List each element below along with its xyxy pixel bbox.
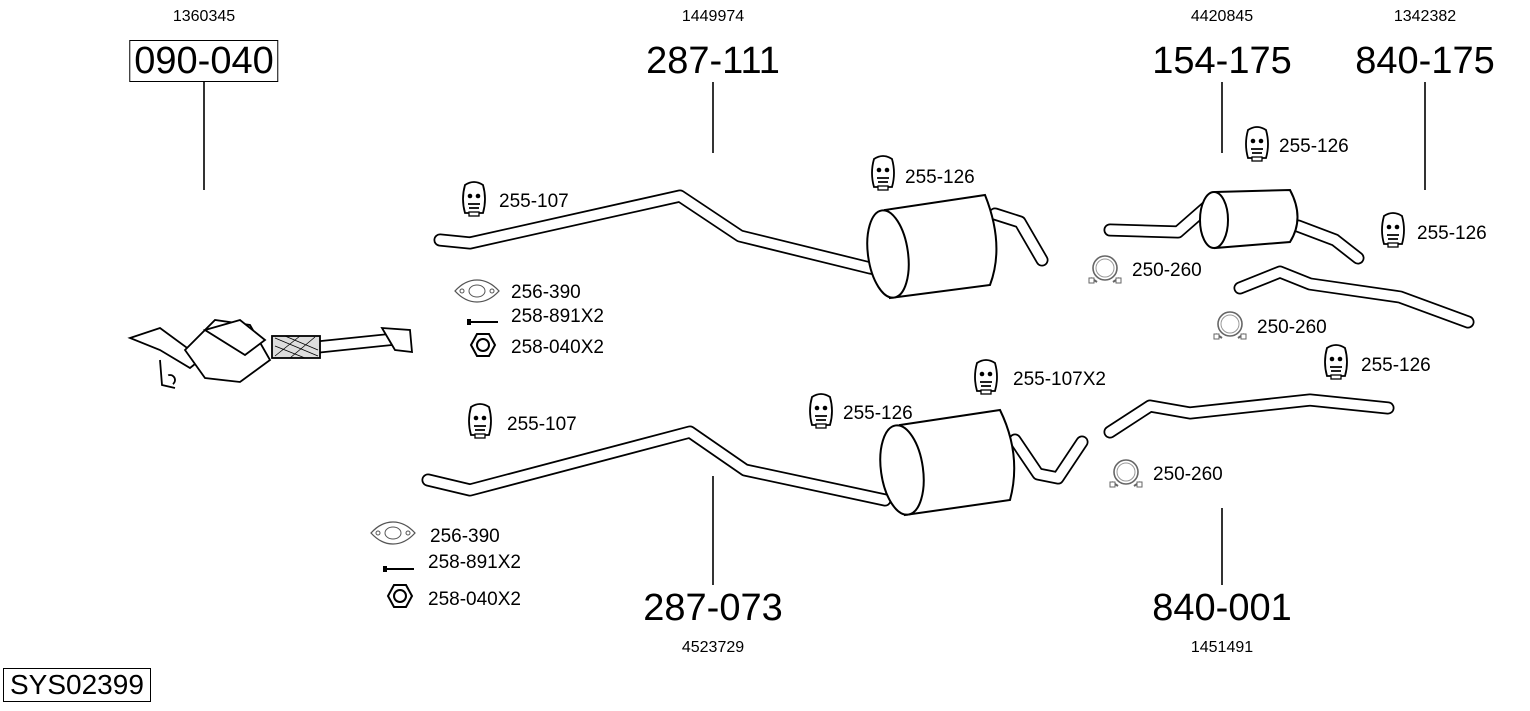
fitting-label[interactable]: 258-040X2 (428, 589, 521, 610)
fitting-label[interactable]: 258-891X2 (428, 552, 521, 573)
part-number[interactable]: 840-001 (1152, 587, 1292, 629)
rubber-hanger-icon (1381, 212, 1405, 248)
clamp-icon (1213, 311, 1247, 340)
ref-number: 4523729 (681, 639, 745, 656)
fitting-label[interactable]: 250-260 (1132, 260, 1202, 281)
rubber-hanger-icon (462, 181, 486, 217)
part-number[interactable]: 287-111 (646, 40, 780, 82)
fitting-label[interactable]: 250-260 (1153, 464, 1223, 485)
fitting-label[interactable]: 255-126 (843, 403, 913, 424)
gasket-icon (454, 279, 500, 303)
fitting-label[interactable]: 255-126 (1417, 223, 1487, 244)
system-id: SYS02399 (3, 668, 151, 702)
fitting-label[interactable]: 255-126 (1361, 355, 1431, 376)
fitting-label[interactable]: 250-260 (1257, 317, 1327, 338)
ref-number: 1360345 (172, 8, 236, 25)
nut-icon (387, 584, 413, 608)
clamp-icon (1109, 459, 1143, 488)
catalyst-drawing (127, 319, 413, 389)
gasket-icon (370, 521, 416, 545)
rubber-hanger-icon (468, 403, 492, 439)
part-number[interactable]: 840-175 (1355, 40, 1495, 82)
fitting-label[interactable]: 256-390 (511, 282, 581, 303)
ref-number: 1342382 (1393, 8, 1457, 25)
part-number[interactable]: 090-040 (129, 40, 279, 82)
part-number[interactable]: 154-175 (1152, 40, 1292, 82)
rubber-hanger-icon (809, 393, 833, 429)
fitting-label[interactable]: 255-126 (905, 167, 975, 188)
fitting-label[interactable]: 256-390 (430, 526, 500, 547)
fitting-label[interactable]: 255-107 (507, 414, 577, 435)
rubber-hanger-icon (871, 155, 895, 191)
ref-number: 1451491 (1190, 639, 1254, 656)
fitting-label[interactable]: 258-891X2 (511, 306, 604, 327)
fitting-label[interactable]: 258-040X2 (511, 337, 604, 358)
fitting-label[interactable]: 255-107X2 (1013, 369, 1106, 390)
bolt-icon (382, 565, 415, 573)
fitting-label[interactable]: 255-107 (499, 191, 569, 212)
leader-lines (203, 82, 1426, 585)
ref-number: 1449974 (681, 8, 745, 25)
ref-number: 4420845 (1190, 8, 1254, 25)
clamp-icon (1088, 255, 1122, 284)
bolt-icon (466, 318, 499, 326)
nut-icon (470, 333, 496, 357)
rubber-hanger-icon (1324, 344, 1348, 380)
rubber-hanger-icon (974, 359, 998, 395)
rubber-hanger-icon (1245, 126, 1269, 162)
part-number[interactable]: 287-073 (643, 587, 783, 629)
fitting-label[interactable]: 255-126 (1279, 136, 1349, 157)
